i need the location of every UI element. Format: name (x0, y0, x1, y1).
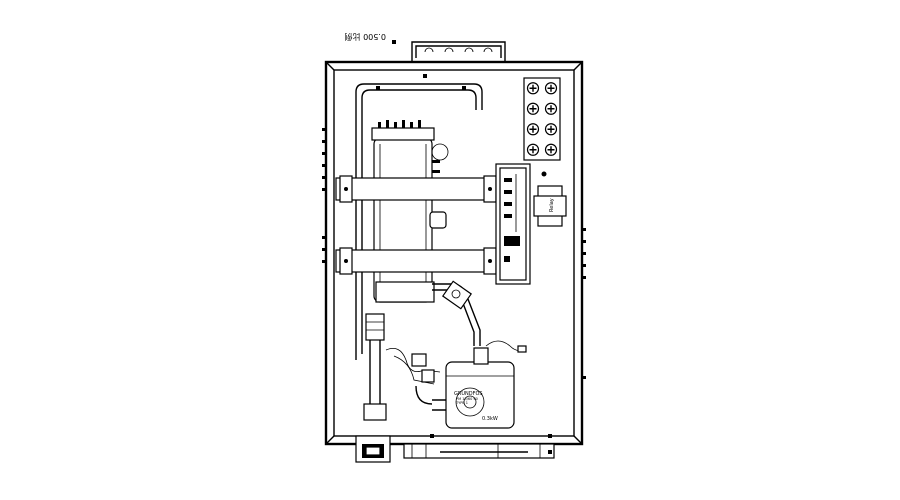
heat-exchanger (371, 120, 449, 303)
mounting-strap-upper (335, 175, 497, 203)
inlet-pipe (363, 313, 387, 421)
bottom-fittings (355, 434, 555, 463)
side-fasteners-left (322, 128, 327, 263)
terminal-screw-slot (529, 125, 537, 133)
side-fasteners-right (581, 228, 586, 379)
pump-power: 0.3kW (482, 416, 498, 422)
circulation-pump: GRUNDFOS PM 15/60 60 TYPE 1 0.3kW (415, 347, 515, 429)
terminal-screw-slot (547, 125, 555, 133)
outlet-pipe (432, 280, 481, 346)
terminal-screw-slot (529, 146, 537, 154)
pump-type: TYPE 1 (455, 401, 468, 405)
terminal-screw-slot (529, 105, 537, 113)
relay: Relay (533, 171, 567, 227)
terminal-screw-slot (547, 105, 555, 113)
mounting-strap-lower (335, 247, 497, 275)
control-board (495, 163, 531, 285)
terminal-screw-slot (547, 146, 555, 154)
relay-label: Relay (549, 198, 555, 212)
pump-model: PM 15/60 60 (456, 397, 478, 401)
terminal-screw-slot (529, 84, 537, 92)
terminal-screw-slot (547, 84, 555, 92)
terminal-block (523, 77, 561, 161)
scale-text: 0.500 比例 (345, 32, 386, 42)
return-pipe-loop (355, 74, 483, 360)
connector-clip (411, 353, 435, 383)
scale-annotation: 0.500 比例 (345, 32, 386, 42)
sensor-wiring (385, 340, 527, 385)
pump-brand: GRUNDFOS (454, 391, 483, 397)
top-mounting-bracket (392, 40, 506, 62)
